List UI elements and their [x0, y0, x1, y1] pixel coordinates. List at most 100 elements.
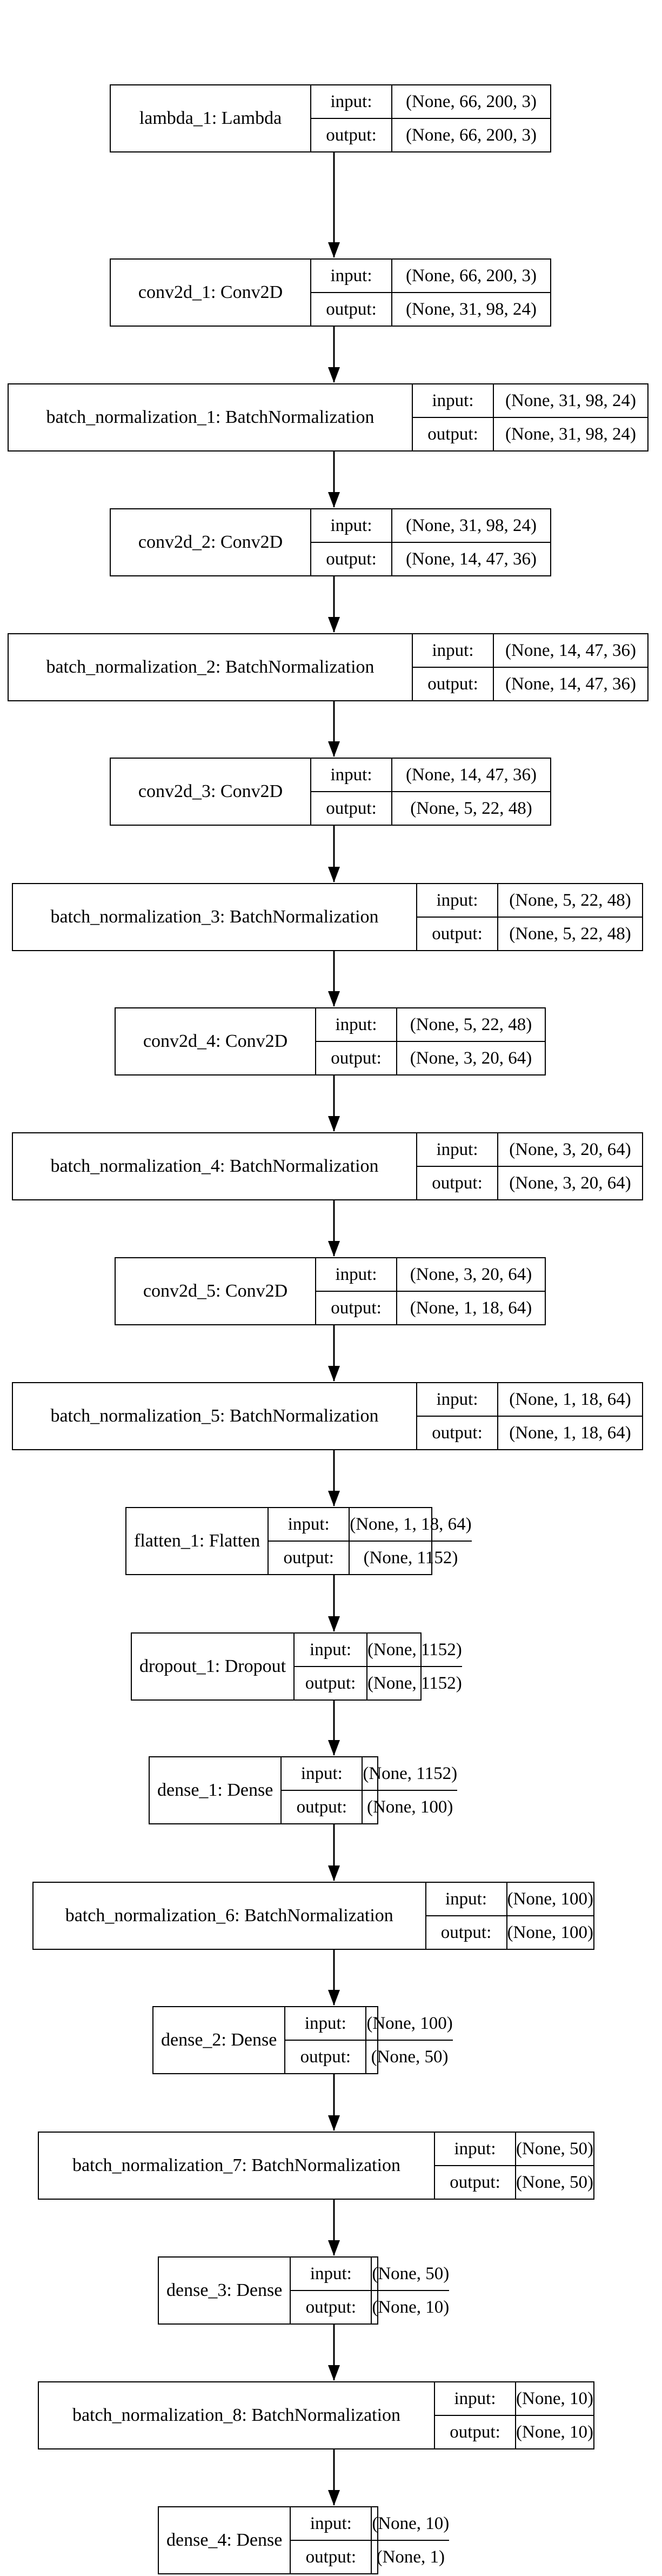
layer-node: batch_normalization_3: BatchNormalizatio… [12, 883, 643, 951]
input-shape: (None, 50) [372, 2263, 450, 2283]
input-label: input: [435, 2382, 517, 2415]
layer-shapes: input:(None, 1152)output:(None, 100) [282, 1757, 458, 1823]
input-label: input: [417, 884, 498, 917]
layer-name: conv2d_2: Conv2D [111, 509, 311, 575]
layer-node: batch_normalization_4: BatchNormalizatio… [12, 1132, 643, 1200]
input-row: input:(None, 66, 200, 3) [311, 260, 550, 292]
input-shape: (None, 5, 22, 48) [509, 890, 631, 910]
input-shape: (None, 3, 20, 64) [509, 1139, 631, 1159]
input-row: input:(None, 100) [285, 2007, 453, 2040]
input-shape: (None, 1, 18, 64) [509, 1389, 631, 1409]
output-label: output: [435, 2416, 517, 2448]
layer-name: batch_normalization_8: BatchNormalizatio… [39, 2382, 436, 2448]
input-row: input: (None, 66, 200, 3) [311, 85, 550, 118]
edge-arrowhead [328, 367, 340, 383]
edge-arrowhead [328, 492, 340, 508]
output-row: output: (None, 1152) [269, 1541, 472, 1574]
input-label: input: [311, 85, 392, 118]
output-row: output:(None, 10) [291, 2290, 450, 2323]
layer-shapes: input:(None, 100)output:(None, 50) [285, 2007, 453, 2073]
output-shape: (None, 14, 47, 36) [406, 549, 537, 569]
output-label: output: [417, 918, 498, 950]
output-shape: (None, 66, 200, 3) [406, 125, 537, 145]
output-shape: (None, 1152) [363, 1548, 458, 1568]
input-row: input:(None, 10) [291, 2507, 449, 2540]
output-label: output: [311, 293, 392, 326]
layer-name: batch_normalization_5: BatchNormalizatio… [13, 1383, 417, 1449]
input-shape: (None, 14, 47, 36) [505, 640, 636, 660]
input-shape: (None, 5, 22, 48) [410, 1014, 532, 1034]
output-row: output: (None, 3, 20, 64) [417, 1166, 642, 1199]
output-row: output:(None, 10) [435, 2415, 593, 2448]
input-shape: (None, 31, 98, 24) [505, 390, 636, 410]
edge-arrowhead [328, 2490, 340, 2506]
input-shape: (None, 1152) [363, 1763, 458, 1783]
output-row: output:(None, 1152) [295, 1666, 462, 1699]
output-shape: (None, 3, 20, 64) [410, 1048, 532, 1068]
layer-name: conv2d_5: Conv2D [116, 1258, 316, 1324]
layer-name: lambda_1: Lambda [111, 85, 311, 151]
output-label: output: [269, 1542, 350, 1574]
edge-arrowhead [328, 1116, 340, 1132]
edge-arrowhead [328, 2365, 340, 2381]
input-shape: (None, 10) [372, 2513, 450, 2533]
layer-shapes: input:(None, 1152)output:(None, 1152) [295, 1634, 462, 1699]
layer-shapes: input: (None, 5, 22, 48)output: (None, 5, … [417, 884, 642, 950]
output-row: output: (None, 14, 47, 36) [413, 667, 647, 700]
output-label: output: [417, 1167, 498, 1199]
layer-node: batch_normalization_2: BatchNormalizatio… [8, 633, 648, 701]
layer-name: batch_normalization_7: BatchNormalizatio… [39, 2133, 436, 2199]
output-shape: (None, 100) [507, 1922, 593, 1942]
layer-name: batch_normalization_4: BatchNormalizatio… [13, 1133, 417, 1199]
edge-arrowhead [328, 867, 340, 882]
output-label: output: [426, 1916, 507, 1949]
output-label: output: [282, 1791, 363, 1823]
input-row: input:(None, 14, 47, 36) [413, 634, 647, 667]
input-row: input:(None, 5, 22, 48) [316, 1008, 545, 1041]
layer-node: batch_normalization_8: BatchNormalizatio… [38, 2381, 594, 2449]
input-label: input: [417, 1133, 498, 1166]
edge-arrowhead [328, 1990, 340, 2006]
input-shape: (None, 66, 200, 3) [406, 91, 537, 111]
input-label: input: [426, 1883, 507, 1915]
output-label: output: [295, 1667, 368, 1699]
layer-node: batch_normalization_6: BatchNormalizatio… [32, 1882, 594, 1950]
output-shape: (None, 14, 47, 36) [505, 674, 636, 694]
layer-shapes: input:(None, 5, 22, 48)output: (None, 3, … [316, 1008, 545, 1074]
input-shape: (None, 100) [366, 2013, 453, 2033]
output-label: output: [285, 2041, 367, 2073]
edge-arrowhead [328, 1865, 340, 1881]
input-row: input:(None, 1, 18, 64) [269, 1508, 472, 1541]
output-label: output: [316, 1042, 397, 1074]
output-shape: (None, 50) [371, 2047, 449, 2067]
output-label: output: [311, 792, 392, 825]
input-row: input: (None, 5, 22, 48) [417, 884, 642, 917]
layer-shapes: input:(None, 10)output:(None, 10) [435, 2382, 593, 2448]
input-shape: (None, 1, 18, 64) [350, 1514, 472, 1534]
output-row: output:(None, 5, 22, 48) [311, 791, 550, 825]
output-label: output: [311, 543, 392, 575]
input-label: input: [269, 1508, 350, 1541]
output-shape: (None, 100) [366, 1797, 453, 1817]
layer-name: conv2d_3: Conv2D [111, 759, 311, 825]
input-label: input: [295, 1634, 368, 1666]
layer-name: dropout_1: Dropout [132, 1634, 295, 1699]
layer-shapes: input:(None, 66, 200, 3)output:(None, 31… [311, 260, 550, 326]
layer-shapes: input:(None, 14, 47, 36)output:(None, 5,… [311, 759, 550, 825]
output-shape: (None, 3, 20, 64) [509, 1173, 631, 1193]
output-label: output: [413, 668, 494, 700]
output-row: output:(None, 1) [291, 2540, 450, 2573]
layer-shapes: input:(None, 31, 98, 24)output:(None, 31… [413, 384, 647, 450]
edge-arrowhead [328, 242, 340, 258]
edge-arrowhead [328, 1241, 340, 1257]
edge-arrowhead [328, 1740, 340, 1756]
output-shape: (None, 31, 98, 24) [505, 424, 636, 444]
input-label: input: [285, 2007, 367, 2040]
layer-node: batch_normalization_7: BatchNormalizatio… [38, 2132, 594, 2200]
input-label: input: [311, 509, 392, 542]
